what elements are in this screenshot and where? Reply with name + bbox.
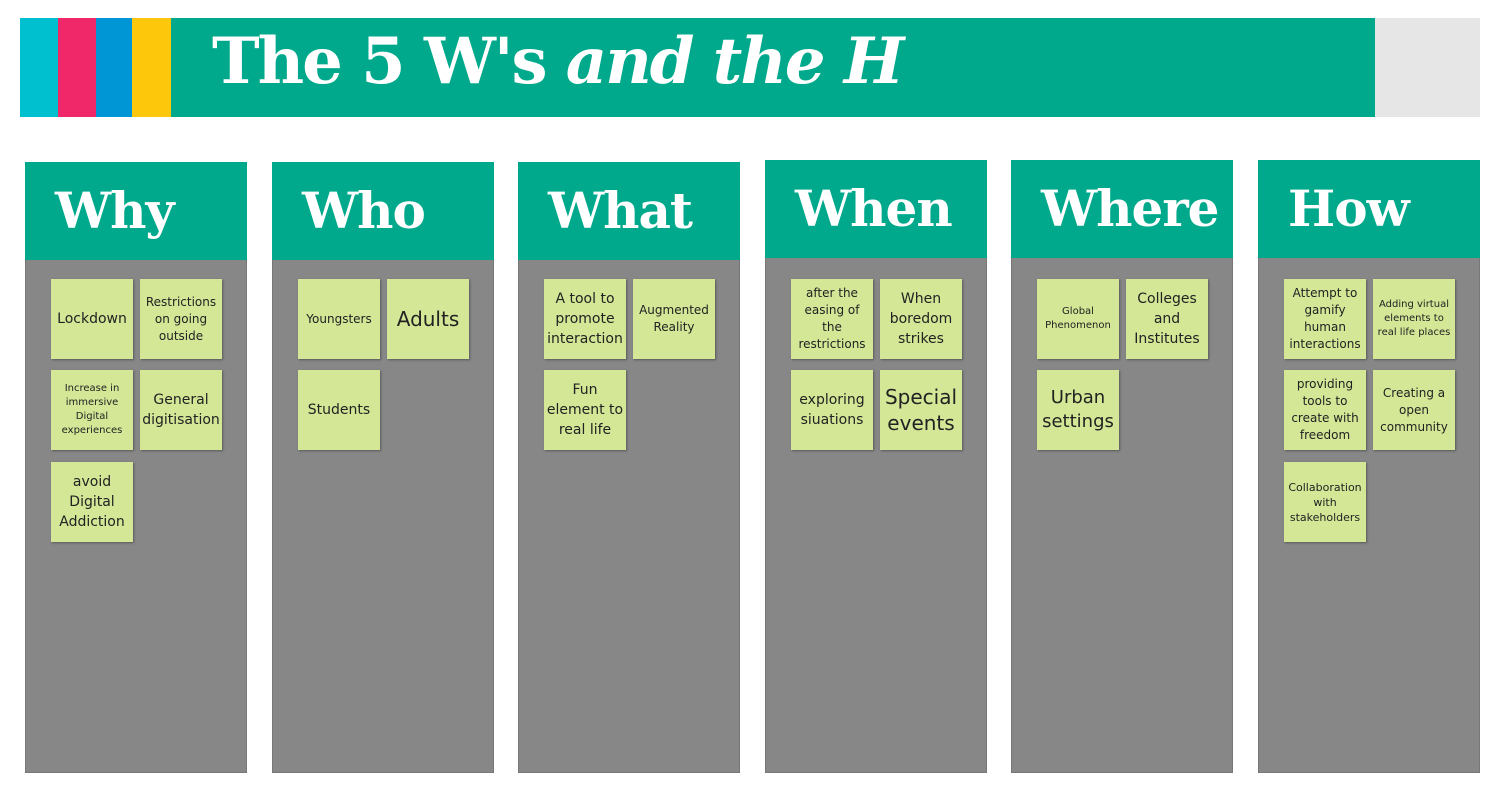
sticky-note[interactable]: avoid Digital Addiction: [51, 462, 133, 542]
sticky-note[interactable]: Fun element to real life: [544, 370, 626, 450]
sticky-note[interactable]: exploring siuations: [791, 370, 873, 450]
sticky-note[interactable]: When boredom strikes: [880, 279, 962, 359]
column-title: When: [765, 160, 987, 258]
sticky-note[interactable]: General digitisation: [140, 370, 222, 450]
sticky-note[interactable]: Adults: [387, 279, 469, 359]
sticky-note[interactable]: Special events: [880, 370, 962, 450]
column-title: What: [518, 162, 740, 260]
sticky-note[interactable]: Global Phenomenon: [1037, 279, 1119, 359]
sticky-note[interactable]: Attempt to gamify human interactions: [1284, 279, 1366, 359]
sticky-note[interactable]: Restrictions on going outside: [140, 279, 222, 359]
title-italic: and the H: [565, 24, 905, 99]
column-who: Who Youngsters Adults Students: [272, 162, 494, 773]
column-what: What A tool to promote interaction Augme…: [518, 162, 740, 773]
blue-stripe: [96, 18, 132, 117]
yellow-stripe: [132, 18, 171, 117]
sticky-note[interactable]: Urban settings: [1037, 370, 1119, 450]
cyan-stripe: [20, 18, 58, 117]
column-when: When after the easing of the restriction…: [765, 160, 987, 773]
column-title: Why: [25, 162, 247, 260]
banner-endcap: [1375, 18, 1480, 117]
sticky-note[interactable]: Creating a open community: [1373, 370, 1455, 450]
column-where: Where Global Phenomenon Colleges and Ins…: [1011, 160, 1233, 773]
page-title: The 5 W's and the H: [212, 24, 905, 99]
column-title: Where: [1011, 160, 1233, 258]
column-title: How: [1258, 160, 1480, 258]
title-banner: The 5 W's and the H: [20, 18, 1375, 117]
sticky-note[interactable]: Colleges and Institutes: [1126, 279, 1208, 359]
pink-stripe: [58, 18, 96, 117]
sticky-note[interactable]: Increase in immersive Digital experience…: [51, 370, 133, 450]
column-why: Why Lockdown Restrictions on going outsi…: [25, 162, 247, 773]
sticky-note[interactable]: Students: [298, 370, 380, 450]
sticky-note[interactable]: Collaboration with stakeholders: [1284, 462, 1366, 542]
sticky-note[interactable]: after the easing of the restrictions: [791, 279, 873, 359]
sticky-note[interactable]: Adding virtual elements to real life pla…: [1373, 279, 1455, 359]
sticky-note[interactable]: Augmented Reality: [633, 279, 715, 359]
title-main: The 5 W's: [212, 24, 547, 99]
sticky-note[interactable]: providing tools to create with freedom: [1284, 370, 1366, 450]
sticky-note[interactable]: A tool to promote interaction: [544, 279, 626, 359]
sticky-note[interactable]: Youngsters: [298, 279, 380, 359]
column-how: How Attempt to gamify human interactions…: [1258, 160, 1480, 773]
column-title: Who: [272, 162, 494, 260]
sticky-note[interactable]: Lockdown: [51, 279, 133, 359]
